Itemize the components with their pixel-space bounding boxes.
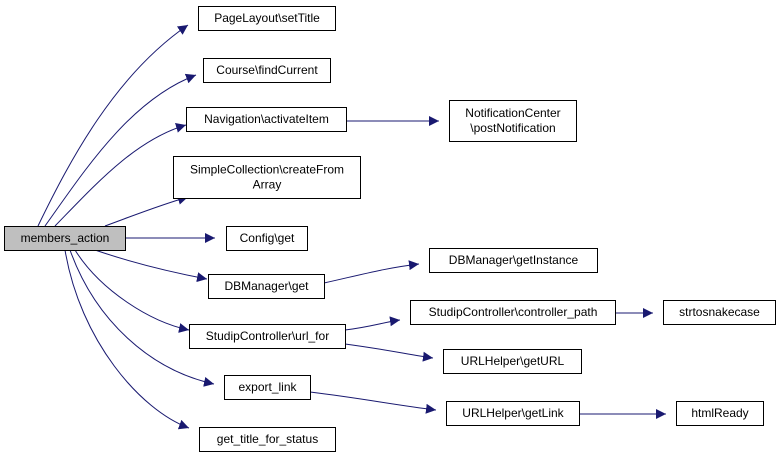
node-htmlready[interactable]: htmlReady (676, 401, 764, 426)
node-label: PageLayout\setTitle (214, 11, 320, 25)
node-label: DBManager\getInstance (449, 253, 579, 267)
node-box (410, 300, 616, 325)
node-export-link[interactable]: export_link (224, 375, 311, 400)
edge-members-action-to-pagelayout-settitle (37, 24, 189, 227)
node-urlhelper-geturl[interactable]: URLHelper\getURL (443, 349, 582, 374)
node-label: SimpleCollection\createFrom (190, 163, 344, 177)
node-dbmanager-get[interactable]: DBManager\get (208, 274, 325, 299)
node-label: Config\get (240, 231, 295, 245)
edge-members-action-to-dbmanager-get (94, 249, 208, 283)
node-box (4, 226, 126, 251)
node-label: Course\findCurrent (216, 63, 318, 77)
node-members-action[interactable]: members_action (4, 226, 126, 251)
node-box (199, 427, 336, 452)
nodes: members_action PageLayout\setTitleCourse\… (4, 6, 776, 452)
node-label: Array (253, 178, 282, 192)
edge-dbmanager-get-to-dbmanager-getinstance (323, 260, 420, 284)
node-box (208, 274, 325, 299)
node-get-title-for-status[interactable]: get_title_for_status (199, 427, 336, 452)
node-label: get_title_for_status (217, 432, 318, 446)
node-strtosnakecase[interactable]: strtosnakecase (663, 300, 776, 325)
node-box (173, 156, 361, 199)
node-box (443, 349, 582, 374)
node-studipcontroller-url-for[interactable]: StudipController\url_for (189, 324, 346, 349)
node-dbmanager-getinstance[interactable]: DBManager\getInstance (429, 248, 598, 273)
node-box (446, 401, 580, 426)
node-box (186, 107, 347, 132)
edge-members-action-to-course-findcurrent (44, 73, 197, 227)
edge-members-action-to-studipcontroller-url-for (74, 249, 190, 333)
node-pagelayout-settitle[interactable]: PageLayout\setTitle (198, 6, 336, 31)
node-box (429, 248, 598, 273)
node-label: Navigation\activateItem (204, 112, 329, 126)
node-box (198, 6, 336, 31)
edges (37, 24, 666, 430)
node-label: htmlReady (691, 406, 748, 420)
edge-studipcontroller-url-for-to-studipcontroller-controller-path (344, 316, 401, 331)
edge-export-link-to-urlhelper-getlink (309, 391, 437, 414)
node-label: strtosnakecase (679, 305, 760, 319)
edge-members-action-to-get-title-for-status (64, 249, 190, 430)
node-box (224, 375, 311, 400)
node-urlhelper-getlink[interactable]: URLHelper\getLink (446, 401, 580, 426)
node-box (189, 324, 346, 349)
node-label: URLHelper\getURL (461, 354, 565, 368)
node-label: DBManager\get (224, 279, 309, 293)
node-box (663, 300, 776, 325)
edge-members-action-to-navigation-activateitem (54, 123, 187, 227)
node-notificationcenter-postnotification[interactable]: NotificationCenter\postNotification (449, 100, 577, 142)
node-box (226, 226, 308, 251)
node-label: NotificationCenter (465, 106, 560, 120)
edge-studipcontroller-url-for-to-urlhelper-geturl (344, 343, 434, 362)
edge-members-action-to-simplecollection-createfromarray (104, 194, 189, 227)
node-label: StudipController\url_for (206, 329, 329, 343)
node-label: URLHelper\getLink (462, 406, 564, 420)
node-box (676, 401, 764, 426)
node-course-findcurrent[interactable]: Course\findCurrent (203, 58, 331, 83)
edge-members-action-to-export-link (69, 249, 215, 387)
node-box (449, 100, 577, 142)
node-box (203, 58, 331, 83)
node-label: export_link (238, 380, 297, 394)
node-label: members_action (21, 231, 110, 245)
node-studipcontroller-controller-path[interactable]: StudipController\controller_path (410, 300, 616, 325)
node-label: StudipController\controller_path (429, 305, 598, 319)
node-config-get[interactable]: Config\get (226, 226, 308, 251)
node-navigation-activateitem[interactable]: Navigation\activateItem (186, 107, 347, 132)
node-label: \postNotification (470, 121, 555, 135)
